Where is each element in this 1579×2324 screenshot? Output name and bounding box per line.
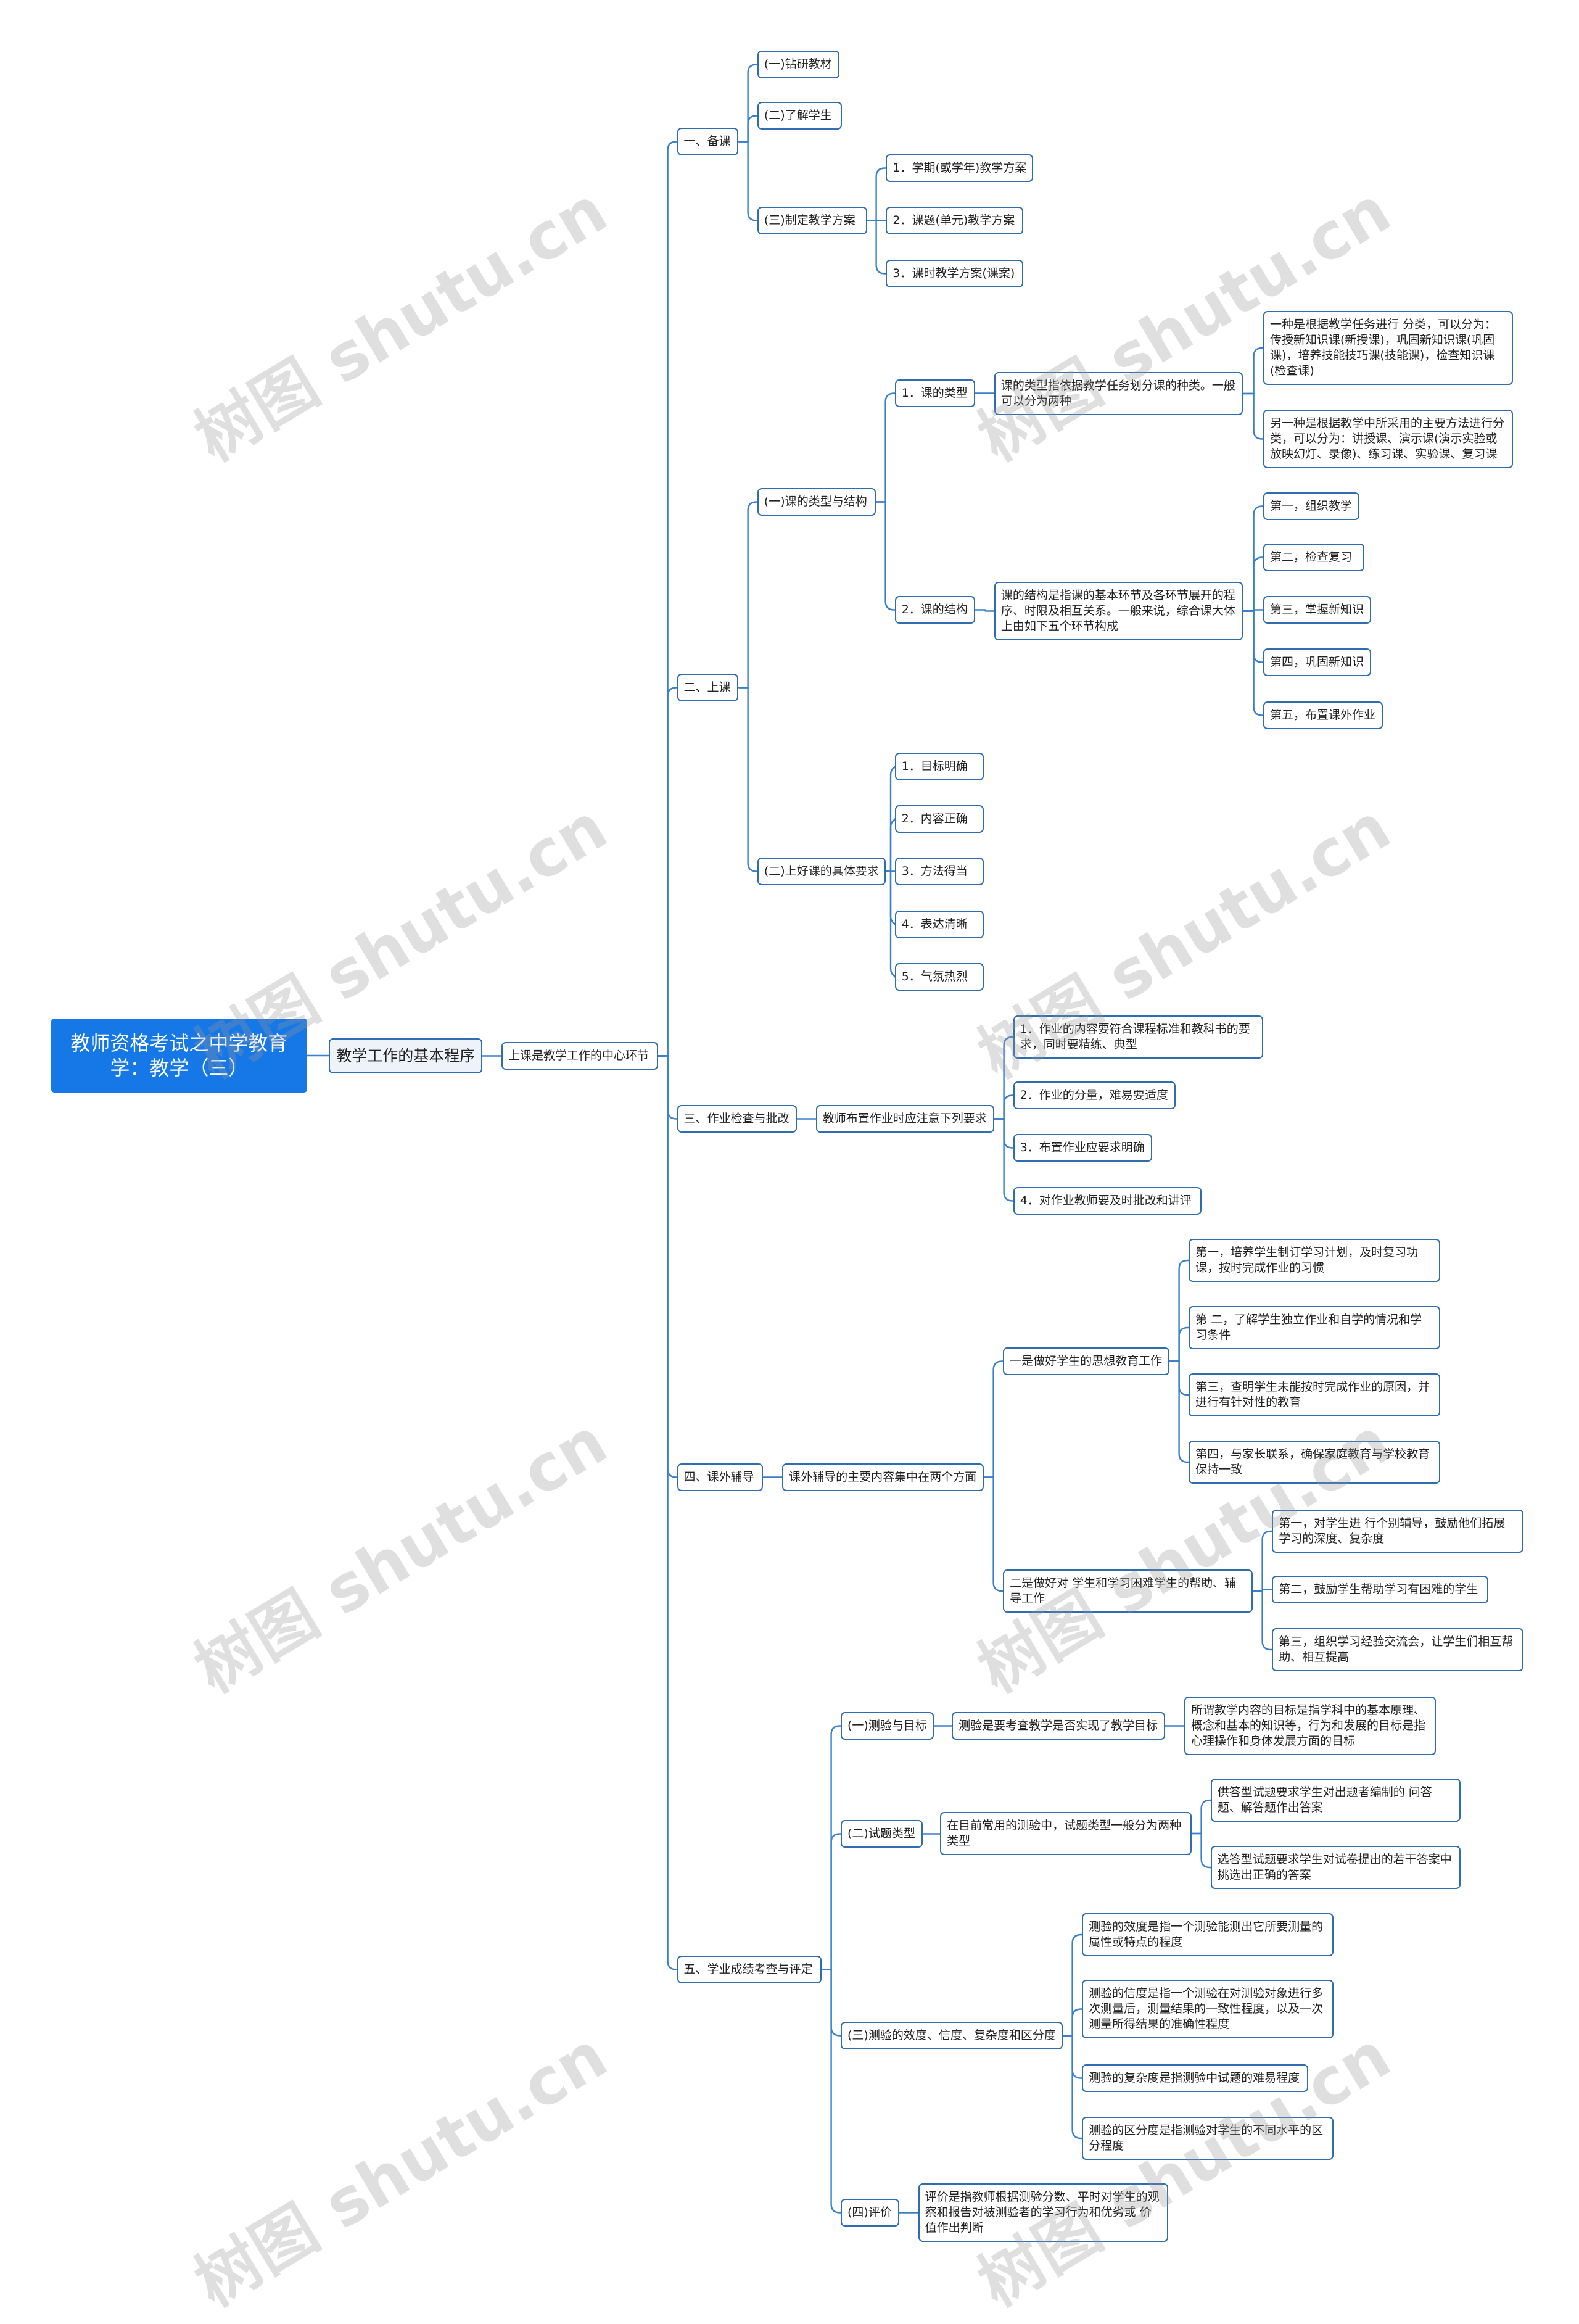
topic-node: 测验是要考查教学是否实现了教学目标 — [952, 1711, 1166, 1740]
connector-line — [983, 1360, 1004, 1478]
connector-line — [1251, 1590, 1273, 1651]
topic-node: 供答型试题要求学生对出题者编制的 问答题、解答题作出答案 — [1210, 1778, 1461, 1822]
root-topic: 教师资格考试之中学教育学：教学（三） — [51, 1019, 307, 1093]
connector-line — [875, 501, 896, 611]
topic-node: 2．课题(单元)教学方案 — [886, 207, 1024, 235]
connector-line — [866, 220, 887, 275]
topic-node: 1．课的类型 — [894, 379, 976, 408]
topic-node: 一是做好学生的思想教育工作 — [1003, 1347, 1170, 1376]
topic-node: 评价是指教师根据测验分数、平时对学生的观察和报告对被测验者的学习行为和优劣或 价… — [918, 2183, 1168, 2242]
topic-node: 3．课时教学方案(课案) — [886, 259, 1024, 287]
connector-line — [1062, 2035, 1083, 2140]
connector-line — [1242, 610, 1264, 716]
connector-line — [821, 1833, 842, 1970]
topic-node: 课的结构是指课的基本环节及各环节展开的程序、时限及相互关系。一般来说，综合课大体… — [994, 582, 1243, 641]
connector-line — [1168, 1360, 1190, 1463]
topic-node: (二)了解学生 — [757, 101, 843, 130]
connector-line — [1242, 347, 1264, 395]
connector-line — [657, 687, 678, 1057]
topic-node: 2．课的结构 — [894, 595, 976, 624]
topic-node: 一种是根据教学任务进行 分类，可以分为：传授新知识课(新授课)，巩固新知识课(巩… — [1263, 311, 1514, 386]
topic-node: 3．布置作业应要求明确 — [1013, 1134, 1152, 1162]
topic-node: (一)钻研教材 — [757, 50, 839, 78]
topic-node: 第二，检查复习 — [1263, 543, 1364, 571]
connector-line — [1168, 1326, 1190, 1362]
topic-node: 4．表达清晰 — [894, 910, 984, 938]
topic-node: 测验的信度是指一个测验在对测验对象进行多次测量后，测量结果的一致性程度，以及一次… — [1082, 1980, 1334, 2039]
topic-node: 第四，巩固新知识 — [1263, 648, 1372, 677]
connector-line — [875, 392, 896, 503]
topic-node: 四、课外辅导 — [677, 1463, 764, 1491]
connector-line — [821, 1969, 842, 2214]
topic-node: 教师布置作业时应注意下列要求 — [815, 1104, 994, 1133]
connector-line — [738, 64, 759, 143]
topic-node: 在目前常用的测验中，试题类型一般分为两种类型 — [940, 1812, 1192, 1856]
topic-node: (二)试题类型 — [841, 1819, 923, 1848]
topic-node: 测验的效度是指一个测验能测出它所要测量的属性或特点的程度 — [1082, 1913, 1334, 1956]
topic-node: 另一种是根据教学中所采用的主要方法进行分类，可以分为：讲授课、演示课(演示实验或… — [1263, 409, 1514, 468]
topic-node: 测验的复杂度是指测验中试题的难易程度 — [1082, 2064, 1309, 2092]
topic-node: 1．学期(或学年)教学方案 — [886, 154, 1034, 183]
topic-node: 第 二，了解学生独立作业和自学的情况和学习条件 — [1189, 1306, 1440, 1350]
connector-line — [993, 1094, 1015, 1120]
connector-line — [1190, 1832, 1212, 1869]
topic-node: (三)制定教学方案 — [757, 207, 867, 235]
topic-node: (四)评价 — [841, 2198, 899, 2227]
connector-line — [821, 1725, 842, 1970]
topic-node: (一)课的类型与结构 — [757, 487, 876, 516]
topic-node: 3．方法得当 — [894, 858, 984, 886]
topic-node: 所谓教学内容的目标是指学科中的基本原理、概念和基本的知识等，行为和发展的目标是指… — [1184, 1696, 1436, 1755]
topic-node: 1．作业的内容要符合课程标准和教科书的要求，同时要精练、典型 — [1013, 1015, 1263, 1059]
topic-node: 第二，鼓励学生帮助学习有困难的学生 — [1272, 1576, 1488, 1604]
topic-node: 五、学业成绩考查与评定 — [677, 1956, 822, 1984]
connector-line — [983, 1476, 1004, 1592]
connector-line — [993, 1036, 1015, 1120]
topic-node: 第五，布置课外作业 — [1263, 701, 1383, 729]
topic-node: 第三，组织学习经验交流会，让学生们相互帮助、相互提高 — [1272, 1627, 1523, 1671]
topic-node: 第三，掌握新知识 — [1263, 595, 1372, 624]
connector-line — [738, 501, 759, 689]
topic-node: 一、备课 — [677, 128, 739, 156]
topic-node: 1．目标明确 — [894, 752, 984, 780]
connector-line — [738, 115, 759, 143]
connector-line — [993, 1118, 1015, 1202]
connector-line — [974, 609, 996, 612]
topic-node: 第一，培养学生制订学习计划，及时复习功课，按时完成作业的习惯 — [1189, 1239, 1440, 1283]
connector-line — [657, 141, 678, 1057]
topic-node: 第一，对学生进 行个别辅导，鼓励他们拓展学习的深度、复杂度 — [1272, 1509, 1523, 1553]
topic-node: 课的类型指依据教学任务划分课的种类。一般可以分为两种 — [994, 371, 1243, 415]
topic-node: 第三，查明学生未能按时完成作业的原因，并进行有针对性的教育 — [1189, 1373, 1440, 1417]
topic-node: 二是做好对 学生和学习困难学生的帮助、辅导工作 — [1003, 1569, 1253, 1613]
connector-line — [1242, 505, 1264, 612]
topic-node: 4．对作业教师要及时批改和讲评 — [1013, 1186, 1202, 1215]
topic-node: (三)测验的效度、信度、复杂度和区分度 — [841, 2022, 1063, 2050]
connector-line — [1062, 1933, 1083, 2037]
connector-line — [1190, 1799, 1212, 1835]
topic-node: (二)上好课的具体要求 — [757, 858, 886, 886]
topic-node: 第四，与家长联系，确保家庭教育与学校教育保持一致 — [1189, 1441, 1440, 1484]
connector-line — [866, 167, 887, 221]
connector-line — [1242, 392, 1264, 440]
topic-node: 5．气氛热烈 — [894, 962, 984, 991]
topic-node: 第一，组织教学 — [1263, 492, 1360, 520]
topic-node: 课外辅导的主要内容集中在两个方面 — [782, 1463, 984, 1491]
topic-node: 选答型试题要求学生对试卷提出的若干答案中挑选出正确的答案 — [1210, 1846, 1461, 1889]
topic-node: (一)测验与目标 — [841, 1711, 934, 1740]
main-topic: 教学工作的基本程序 — [329, 1038, 483, 1073]
topic-node: 二、上课 — [677, 673, 739, 701]
connector-line — [657, 1055, 678, 1970]
topic-node: 2．作业的分量，难易要适度 — [1013, 1081, 1176, 1109]
connector-line — [738, 141, 759, 221]
topic-node: 三、作业检查与批改 — [677, 1104, 797, 1133]
topic-node: 测验的区分度是指测验对学生的不同水平的区分程度 — [1082, 2116, 1334, 2160]
topic-node: 上课是教学工作的中心环节 — [501, 1041, 658, 1070]
connector-line — [738, 687, 759, 872]
connector-line — [1251, 1530, 1273, 1592]
connector-line — [1168, 1259, 1190, 1362]
connector-line — [1242, 556, 1264, 612]
connector-line — [1062, 2008, 1083, 2037]
topic-node: 2．内容正确 — [894, 804, 984, 833]
